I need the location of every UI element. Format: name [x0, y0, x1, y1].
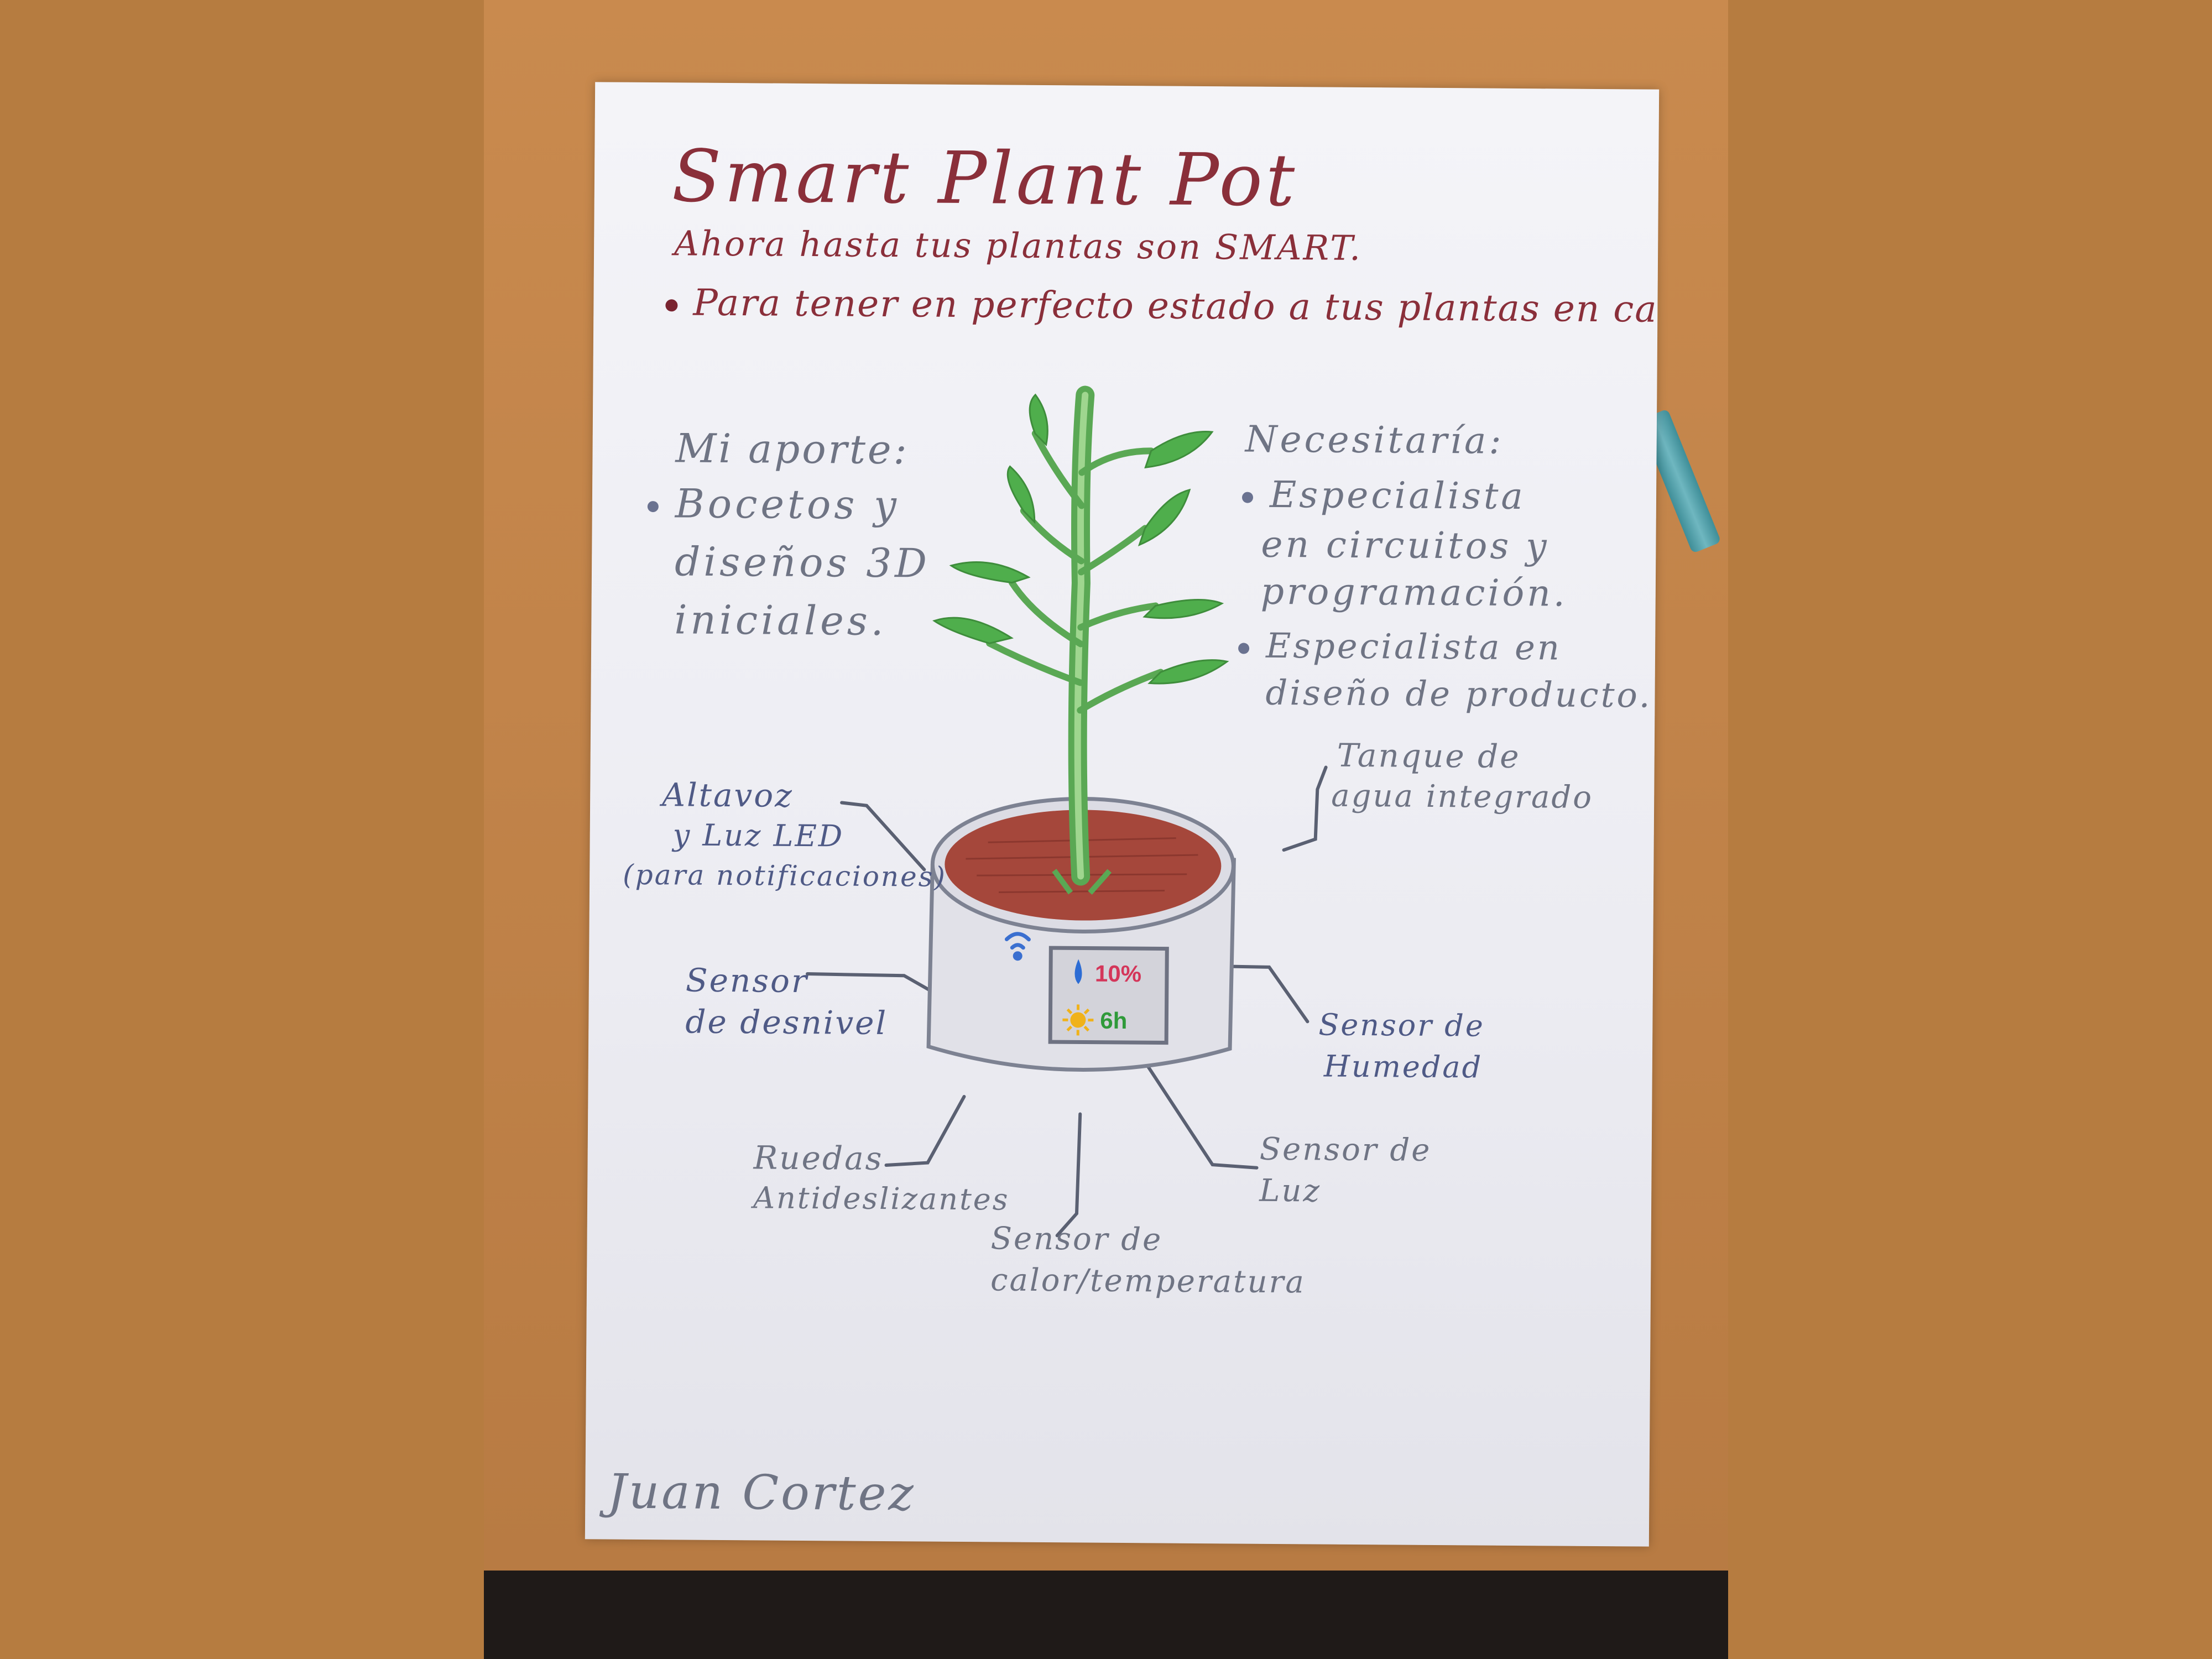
poster-subtitle: Ahora hasta tus plantas son SMART.	[674, 223, 1363, 269]
necesitaria-line: programación.	[1260, 570, 1568, 615]
bullet-dot	[647, 500, 659, 513]
purpose-text: Para tener en perfecto estado a tus plan…	[693, 281, 1660, 331]
label-agua-integrado: agua integrado	[1331, 778, 1594, 816]
bullet-dot	[665, 299, 678, 312]
label-sensor-calor: Sensor de	[990, 1220, 1163, 1258]
necesitaria-line: Especialista	[1241, 473, 1526, 518]
label-antideslizantes: Antideslizantes	[753, 1180, 1010, 1217]
label-luz-led: y Luz LED	[672, 817, 844, 854]
necesitaria-line: diseño de producto.	[1265, 672, 1652, 716]
wifi-icon	[1004, 932, 1031, 961]
label-sensor-humedad: Sensor de	[1318, 1007, 1485, 1044]
plant	[932, 385, 1229, 895]
light-readout: 6h	[1100, 1008, 1127, 1034]
branches	[986, 430, 1164, 714]
aporte-line: Bocetos y	[647, 480, 900, 529]
desk-shadow	[484, 1571, 1728, 1659]
necesitaria-line: Especialista en	[1238, 625, 1562, 668]
label-luz: Luz	[1259, 1172, 1322, 1209]
display-screen: 10% 6h	[1048, 946, 1169, 1045]
necesitaria-text: Especialista	[1269, 473, 1526, 518]
sun-icon	[1062, 1004, 1094, 1036]
sketch-paper: 10% 6h	[585, 82, 1660, 1547]
label-humedad: Humedad	[1323, 1048, 1483, 1085]
label-ruedas: Ruedas	[753, 1139, 884, 1178]
label-altavoz: Altavoz	[661, 776, 794, 815]
bullet-dot	[1241, 492, 1254, 503]
bullet-dot	[1238, 643, 1250, 654]
necesitaria-line: en circuitos y	[1261, 523, 1550, 568]
aporte-line: iniciales.	[674, 596, 887, 645]
label-notificaciones: (para notificaciones)	[623, 858, 947, 893]
aporte-line: diseños 3D	[674, 538, 931, 587]
humidity-readout: 10%	[1095, 961, 1141, 987]
label-sensor-luz: Sensor de	[1259, 1131, 1432, 1168]
aporte-text: Bocetos y	[675, 480, 900, 529]
leader-lines	[805, 765, 1328, 1238]
label-temperatura: calor/temperatura	[990, 1262, 1306, 1301]
label-tanque: Tanque de	[1337, 736, 1521, 776]
poster-title: Smart Plant Pot	[671, 134, 1298, 223]
water-drop-icon	[1074, 959, 1082, 984]
necesitaria-heading: Necesitaría:	[1245, 418, 1504, 462]
label-sensor-desnivel: Sensor	[685, 961, 808, 1000]
author-signature: Juan Cortez	[607, 1464, 916, 1522]
purpose-line: Para tener en perfecto estado a tus plan…	[665, 281, 1659, 331]
aporte-heading: Mi aporte:	[675, 425, 910, 473]
label-desnivel: de desnivel	[685, 1003, 888, 1042]
necesitaria-text: Especialista en	[1265, 625, 1562, 668]
leaves	[932, 393, 1229, 685]
plant-pot-sketch: 10% 6h	[805, 385, 1328, 1238]
